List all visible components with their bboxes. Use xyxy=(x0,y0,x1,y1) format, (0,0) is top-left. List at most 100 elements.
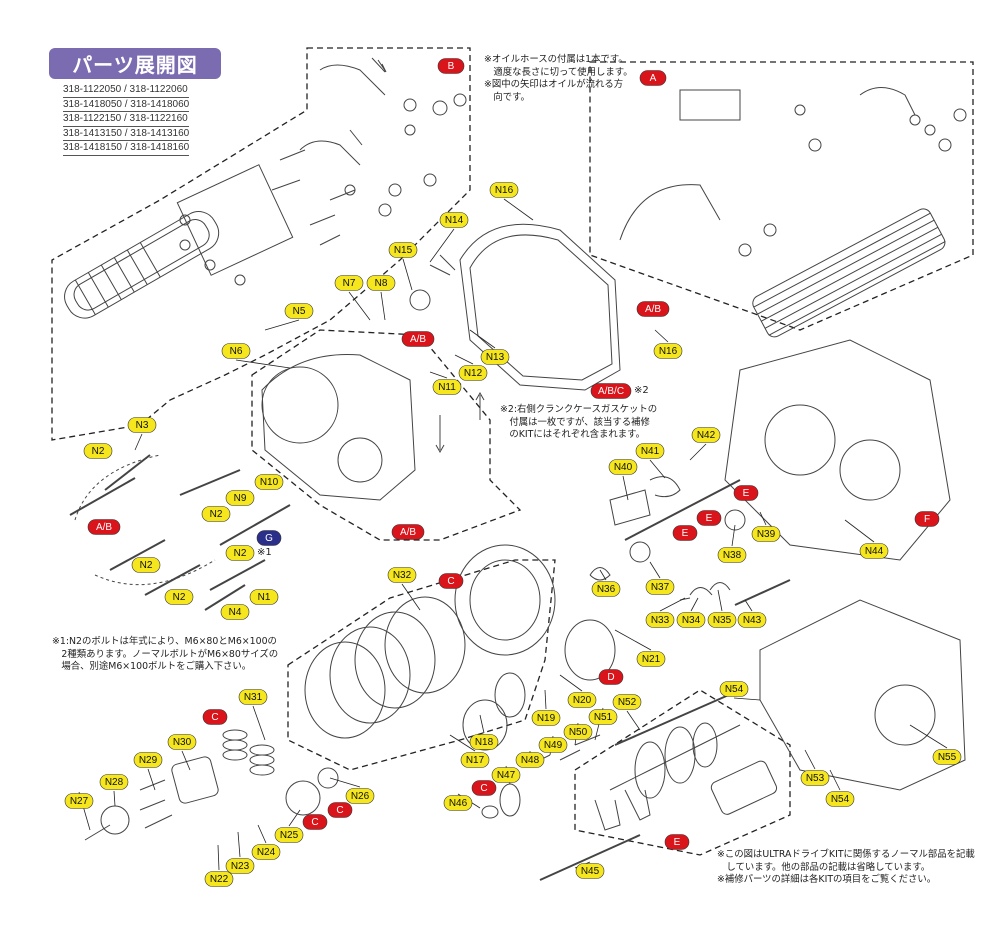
part-label-n15-bg xyxy=(388,242,418,258)
part-label-n17-bg xyxy=(460,752,490,768)
part-label-n4-bg xyxy=(220,604,250,620)
group-label-g-bg xyxy=(256,530,282,546)
part-label-n16-bg xyxy=(653,343,683,359)
part-drawings xyxy=(64,57,967,881)
part-label-n3: N3 xyxy=(127,417,157,433)
group-label-a-b-text: A/B xyxy=(400,527,416,538)
group-label-a: A xyxy=(639,70,667,86)
part-label-n15: N15 xyxy=(388,242,418,258)
part-label-n5-text: N5 xyxy=(293,306,306,317)
part-label-n24-bg xyxy=(251,844,281,860)
part-label-n41: N41 xyxy=(635,443,665,459)
part-label-n42: N42 xyxy=(691,427,721,443)
part-label-n36-text: N36 xyxy=(597,584,616,595)
part-label-n2-text: N2 xyxy=(92,446,105,457)
part-label-n30-text: N30 xyxy=(173,737,192,748)
bolt-note: ※1:N2のボルトは年式により、M6×80とM6×100の 2種類あります。ノー… xyxy=(52,636,279,672)
group-label-e: E xyxy=(696,510,722,526)
part-label-n2-bg xyxy=(164,589,194,605)
group-label-g: G xyxy=(256,530,282,546)
bolt-set xyxy=(69,454,291,611)
group-label-a-bg xyxy=(639,70,667,86)
crankcase-gasket xyxy=(459,223,621,391)
part-label-n37-bg xyxy=(645,579,675,595)
part-label-n34-bg xyxy=(676,612,706,628)
group-label-a-b-bg xyxy=(87,519,121,535)
part-label-n37: N37 xyxy=(645,579,675,595)
part-label-n29-bg xyxy=(133,752,163,768)
part-label-n41-bg xyxy=(635,443,665,459)
part-label-n38-bg xyxy=(717,547,747,563)
part-label-n35: N35 xyxy=(707,612,737,628)
part-label-n55: N55 xyxy=(932,749,962,765)
part-label-n16: N16 xyxy=(653,343,683,359)
part-number-line: 318-1413150 / 318-1413160 xyxy=(63,127,190,142)
part-label-n44-text: N44 xyxy=(865,546,884,557)
part-label-n27-bg xyxy=(64,793,94,809)
part-label-n44-bg xyxy=(859,543,889,559)
part-label-n54-bg xyxy=(719,681,749,697)
part-label-n12-bg xyxy=(458,365,488,381)
part-label-n51: N51 xyxy=(588,709,618,725)
part-label-n45-text: N45 xyxy=(581,866,600,877)
part-label-n42-bg xyxy=(691,427,721,443)
part-label-n50-text: N50 xyxy=(569,727,588,738)
oil-hose-note: ※オイルホースの付属は1本です。 適度な長さに切って使用します。 ※図中の矢印は… xyxy=(484,54,633,103)
group-label-a-b-text: A/B xyxy=(96,522,112,533)
bracket-b xyxy=(176,164,294,276)
part-label-n22-text: N22 xyxy=(210,874,229,885)
group-c-outline xyxy=(287,559,556,771)
part-label-n26-bg xyxy=(345,788,375,804)
part-label-n8-text: N8 xyxy=(375,278,388,289)
footer-note: ※この図はULTRAドライブKITに関係するノーマル部品を記載 しています。他の… xyxy=(717,849,975,885)
part-label-n55-text: N55 xyxy=(938,752,957,763)
part-label-n35-text: N35 xyxy=(713,615,732,626)
group-outlines xyxy=(51,47,974,856)
group-label-e-text: E xyxy=(743,488,750,499)
part-label-n43-text: N43 xyxy=(743,615,762,626)
group-label-e: E xyxy=(672,525,698,541)
group-label-d-text: D xyxy=(607,672,614,683)
part-label-n21-text: N21 xyxy=(642,654,661,665)
part-label-n10: N10 xyxy=(254,474,284,490)
group-label-d-bg xyxy=(598,669,624,685)
part-label-n48: N48 xyxy=(515,752,545,768)
leader-lines xyxy=(78,198,948,871)
part-label-n5-bg xyxy=(284,303,314,319)
part-label-n43: N43 xyxy=(737,612,767,628)
group-label-e-bg xyxy=(696,510,722,526)
part-label-n6: N6 xyxy=(221,343,251,359)
group-label-f-bg xyxy=(914,511,940,527)
group-label-c-bg xyxy=(438,573,464,589)
group-a-outline xyxy=(589,61,974,331)
primary-gear xyxy=(285,780,321,816)
group-label-a-b: A/B xyxy=(391,524,425,540)
oil-filler-cap xyxy=(409,289,431,311)
part-label-n46-bg xyxy=(443,795,473,811)
part-label-n22: N22 xyxy=(204,871,234,887)
part-label-n47-text: N47 xyxy=(497,770,516,781)
part-label-n51-text: N51 xyxy=(594,712,613,723)
part-label-n18-text: N18 xyxy=(475,737,494,748)
part-label-n17: N17 xyxy=(460,752,490,768)
group-label-e: E xyxy=(733,485,759,501)
countershaft xyxy=(614,689,741,746)
part-label-n34-text: N34 xyxy=(682,615,701,626)
group-label-c: C xyxy=(327,802,353,818)
group-b-outline xyxy=(51,47,471,441)
part-label-n2-bg xyxy=(131,557,161,573)
part-label-n17-text: N17 xyxy=(466,755,485,766)
part-label-n14-bg xyxy=(439,212,469,228)
part-label-n21: N21 xyxy=(636,651,666,667)
part-label-n48-bg xyxy=(515,752,545,768)
part-label-n5: N5 xyxy=(284,303,314,319)
part-label-n32-text: N32 xyxy=(393,570,412,581)
part-label-n2: N2 xyxy=(83,443,113,459)
pressure-plate-small xyxy=(171,756,219,804)
part-label-n33: N33 xyxy=(645,612,675,628)
part-label-n18: N18 xyxy=(469,734,499,750)
clutch-assembly xyxy=(304,544,616,751)
part-label-n45-bg xyxy=(575,863,605,879)
mark-1: ※1 xyxy=(257,547,272,558)
part-label-n19-text: N19 xyxy=(537,713,556,724)
